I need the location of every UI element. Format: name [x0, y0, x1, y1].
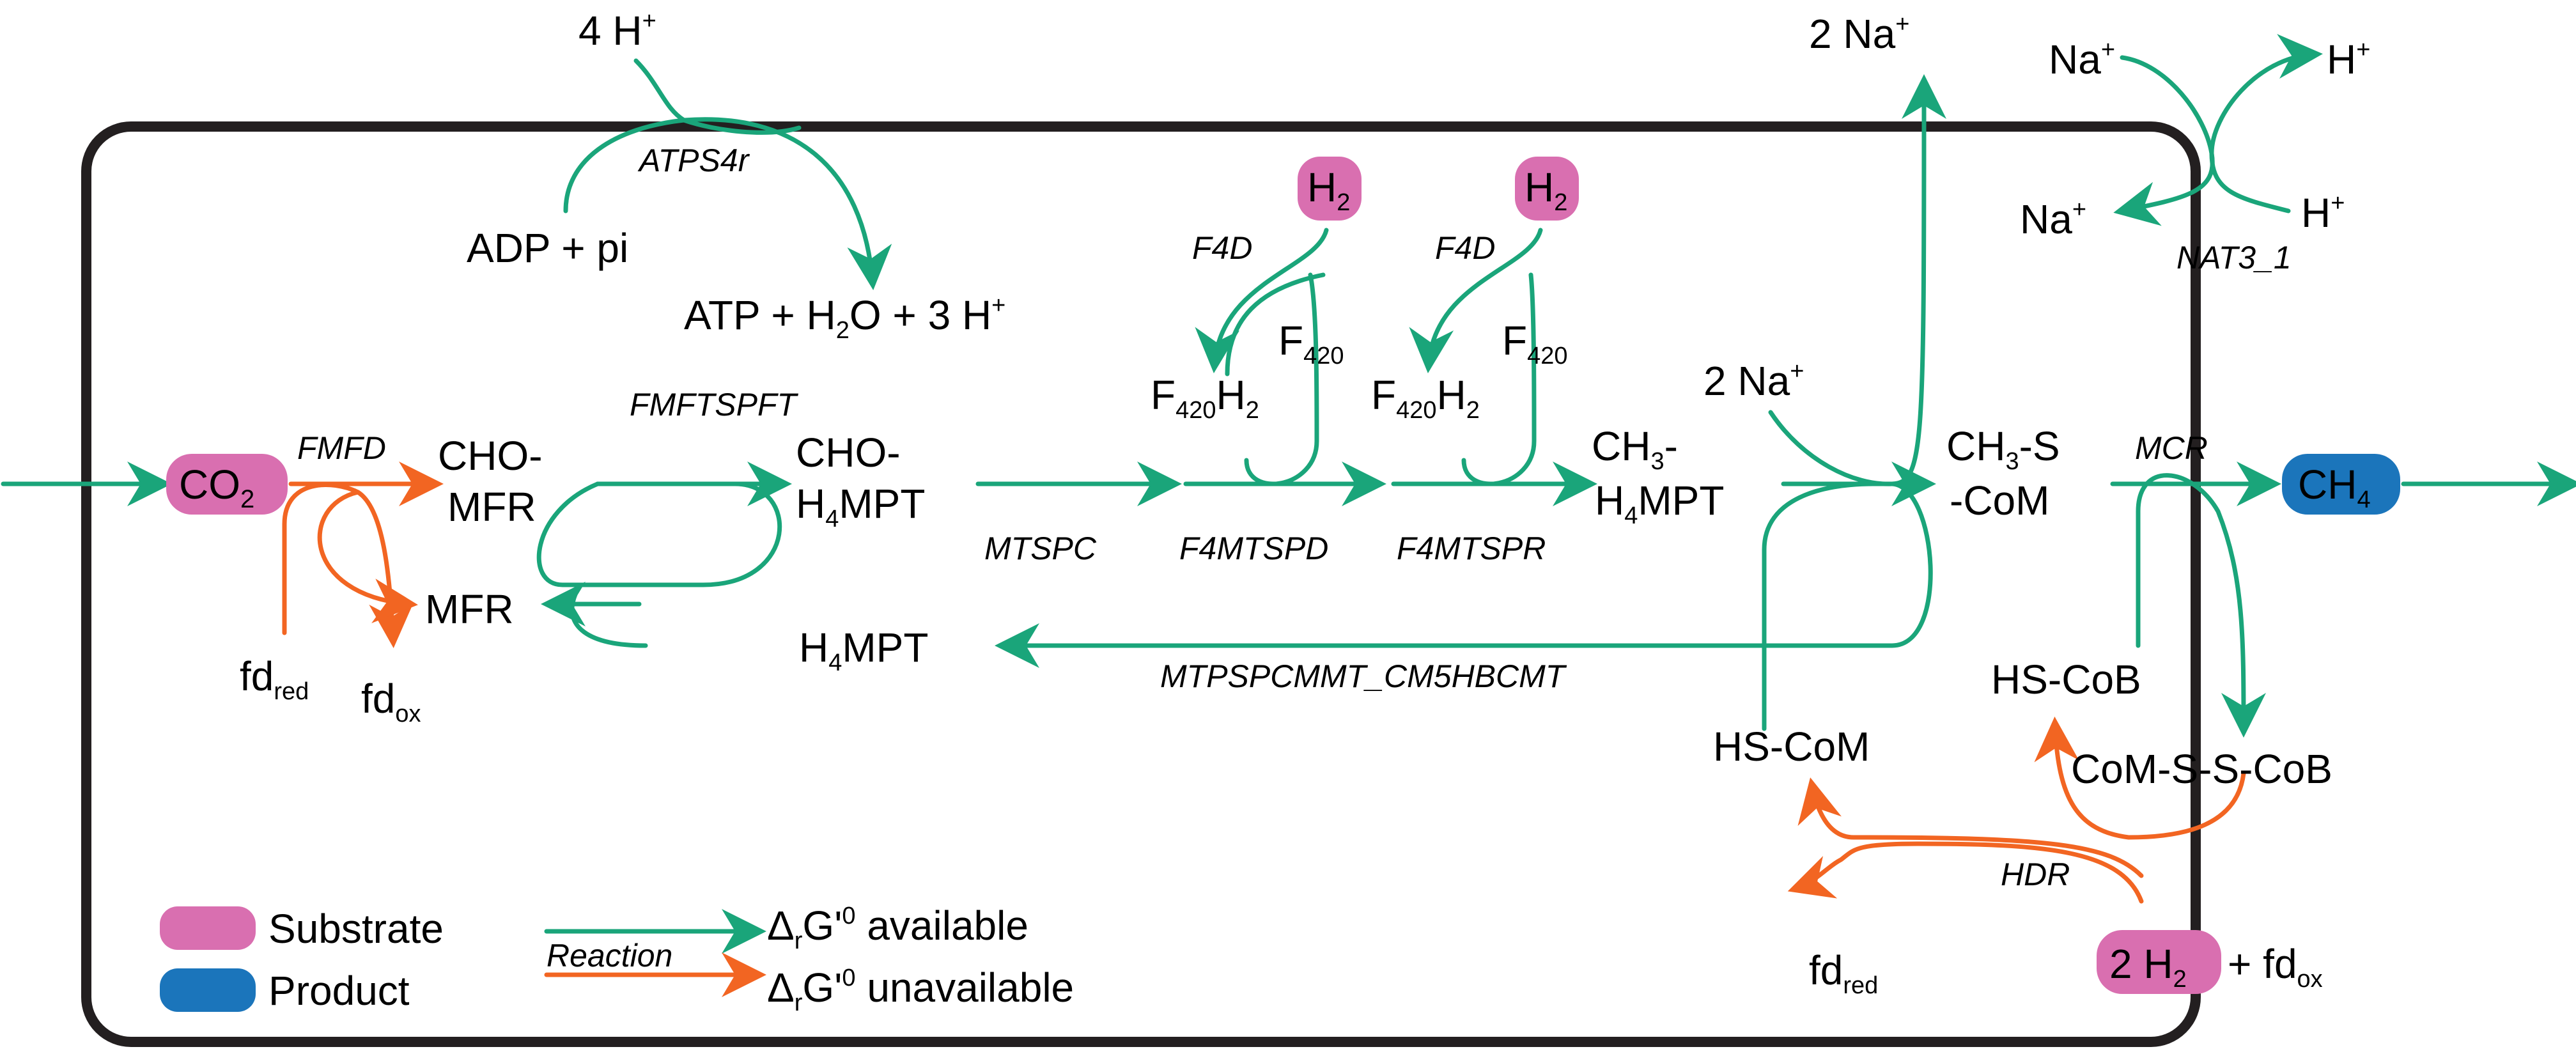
legend-substrate-swatch [160, 906, 256, 950]
na-bottom-label: Na+ [2020, 196, 2086, 242]
f4d-b-label: F4D [1435, 230, 1495, 266]
cho-h4mpt-line2: H4MPT [796, 481, 925, 532]
mtpspcmmt-label: MTPSPCMMT_CM5HBCMT [1160, 658, 1567, 694]
mcr-cosubstrate-loop [2136, 473, 2266, 738]
fmfd-mfr-arrow [317, 490, 418, 623]
fd-ox-left-label: fdox [361, 676, 421, 727]
two-h2-label: 2 H2 [2109, 941, 2187, 993]
legend-reaction-label: Reaction [547, 938, 672, 974]
co2-pill [166, 454, 288, 515]
hdr-label: HDR [2001, 857, 2070, 892]
legend-unavailable-label: ΔrG'0 unavailable [767, 965, 1074, 1016]
h-top-label: H+ [2327, 36, 2370, 82]
fmfd-label: FMFD [297, 430, 386, 466]
cho-mfr-line1: CHO- [438, 433, 543, 479]
fd-red-right-label: fdred [1809, 947, 1878, 999]
f420-a-label: F420 [1278, 318, 1344, 369]
adp-pi-label: ADP + pi [467, 225, 628, 271]
nat3-label: NAT3_1 [2176, 240, 2292, 275]
co2-label: CO2 [179, 462, 254, 513]
hdr-fd-arrow [1787, 841, 2144, 904]
hdr-arrow [1797, 777, 2144, 878]
f4d-a-arrow [1195, 228, 1329, 373]
hs-com-label: HS-CoM [1713, 724, 1870, 770]
cho-mfr-line2: MFR [447, 484, 536, 530]
hdr-cob-arrow [2034, 717, 2246, 840]
nat3-h-arrow [2209, 34, 2323, 213]
mcr-label: MCR [2135, 430, 2208, 466]
na-in-label: 2 Na+ [1703, 358, 1804, 404]
f420-b-label: F420 [1502, 318, 1568, 369]
plus-fd-ox-label: + fdox [2228, 941, 2323, 993]
cho-h4mpt-line1: CHO- [796, 430, 901, 476]
f420h2-a-label: F420H2 [1151, 372, 1259, 424]
atps4r-label: ATPS4r [637, 143, 750, 178]
f4mtspd-label: F4MTSPD [1179, 531, 1328, 566]
ch3-s-com-line2: -CoM [1950, 477, 2049, 524]
legend-substrate-label: Substrate [268, 906, 444, 952]
na-top-label: Na+ [2049, 36, 2115, 82]
h-bottom-label: H+ [2301, 190, 2345, 236]
f4d-b-arrow [1409, 228, 1543, 373]
h2-b-label: H2 [1525, 164, 1567, 216]
four-h-label: 4 H+ [578, 8, 656, 54]
atps4r-arrow [563, 117, 892, 290]
h4mpt-label: H4MPT [799, 625, 928, 676]
mfr-regeneration-loop [536, 481, 782, 587]
mtspc-label: MTSPC [984, 531, 1097, 566]
f4d-a-label: F4D [1192, 230, 1252, 266]
h2-a-label: H2 [1307, 164, 1350, 216]
hs-cob-label: HS-CoB [1991, 656, 2141, 702]
two-h2-pill [2097, 930, 2221, 994]
com-s-s-cob-label: CoM-S-S-CoB [2071, 746, 2332, 792]
h2-a-pill [1298, 157, 1362, 221]
f4d-b-loop [1461, 272, 1537, 486]
ch3-h4mpt-line1: CH3- [1592, 423, 1678, 475]
legend-product-label: Product [268, 968, 410, 1014]
fmftspft-label: FMFTSPFT [630, 387, 799, 423]
fmfd-fd-loop [282, 483, 414, 648]
h4mpt-return-loop [995, 481, 1933, 668]
fd-red-left-label: fdred [240, 653, 309, 705]
legend-product-swatch [160, 968, 256, 1012]
f4mtspr-label: F4MTSPR [1397, 531, 1546, 566]
hs-com-loop [1762, 481, 1875, 731]
mfr-label: MFR [425, 586, 514, 632]
f420h2-b-label: F420H2 [1371, 372, 1480, 424]
ch3-s-com-line1: CH3-S [1946, 423, 2060, 475]
legend-available-label: ΔrG'0 available [767, 903, 1028, 954]
ch4-pill [2282, 454, 2400, 515]
ch4-label: CH4 [2298, 462, 2371, 513]
h2-b-pill [1515, 157, 1579, 221]
sodium-export-arrow [1768, 74, 1946, 486]
na-out-label: 2 Na+ [1809, 11, 1909, 57]
atp-line-label: ATP + H2O + 3 H+ [684, 292, 1005, 344]
ch3-h4mpt-line2: H4MPT [1595, 477, 1724, 529]
cell-boundary [81, 121, 2201, 1047]
